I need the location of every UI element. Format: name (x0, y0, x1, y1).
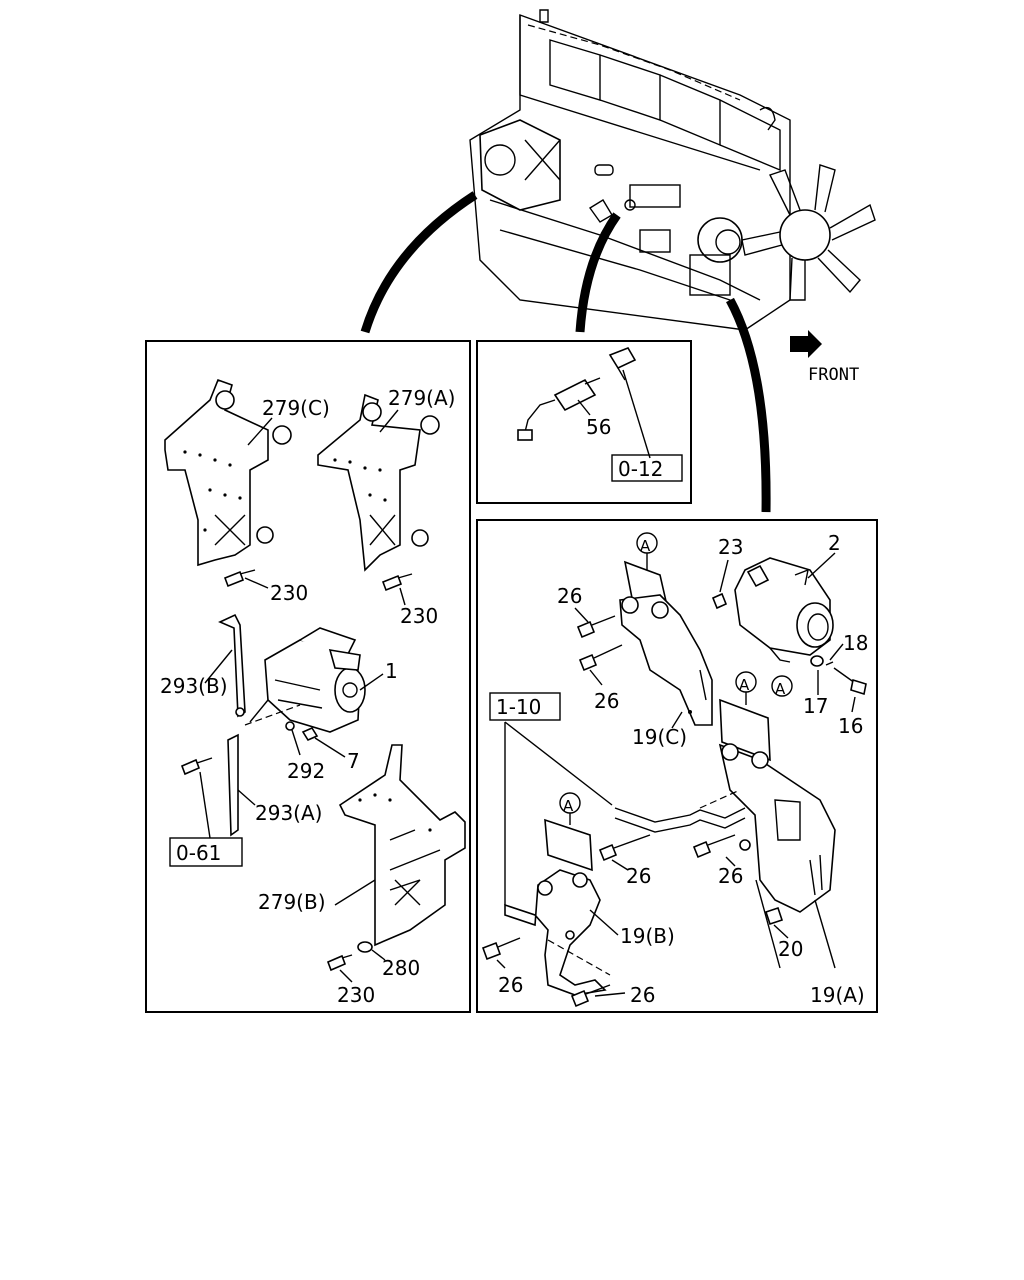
front-arrow-icon (790, 330, 822, 358)
bolt-230-left (223, 569, 256, 588)
panel-sensor (476, 340, 692, 504)
engine-illustration (469, 9, 876, 331)
ref-061: 0-61 (176, 841, 221, 865)
nut-23 (711, 592, 728, 610)
circle-a-text: A (640, 537, 651, 555)
label-292: 292 (287, 759, 325, 783)
label-279b: 279(B) (258, 890, 326, 914)
washer-292 (285, 721, 295, 731)
bolt-26a (576, 615, 616, 639)
circle-a-text: A (563, 797, 574, 815)
label-2: 2 (828, 531, 841, 555)
label-26b: 26 (594, 689, 619, 713)
strap-293a (227, 733, 239, 837)
bracket-279b (338, 744, 466, 947)
circle-a-text: A (775, 680, 786, 698)
label-26c: 26 (626, 864, 651, 888)
label-7: 7 (347, 749, 360, 773)
bolt-26f (570, 984, 611, 1008)
ref-box-061 (169, 837, 243, 867)
bolt-16 (833, 667, 867, 696)
circle-a-text: A (739, 676, 750, 694)
bolt-230-right (381, 573, 413, 592)
label-17: 17 (803, 694, 828, 718)
label-230-left: 230 (270, 581, 308, 605)
label-56: 56 (586, 415, 611, 439)
label-280: 280 (382, 956, 420, 980)
bolt-26c (598, 834, 651, 862)
leader-right (726, 297, 771, 513)
label-23: 23 (718, 535, 743, 559)
fitting-012 (608, 347, 637, 381)
ref-110: 1-10 (496, 695, 541, 719)
label-19b: 19(B) (620, 924, 675, 948)
label-1: 1 (385, 659, 398, 683)
bolt-061 (180, 757, 213, 776)
fan-icon (741, 164, 876, 301)
panel-starter (145, 340, 471, 1013)
bolt-230-bottom (326, 954, 353, 972)
washer-17 (810, 655, 824, 667)
strap-293b (218, 613, 246, 718)
sensor-56 (517, 377, 601, 441)
label-293a: 293(A) (255, 801, 322, 825)
label-19c: 19(C) (632, 725, 687, 749)
bracket-19b (504, 869, 611, 996)
label-26f: 26 (630, 983, 655, 1007)
label-230-bottom: 230 (337, 983, 375, 1007)
pipe-1-10 (614, 789, 746, 833)
ref-box-110 (489, 692, 561, 721)
label-26d: 26 (718, 864, 743, 888)
label-26e: 26 (498, 973, 523, 997)
circle-a-marker (771, 675, 793, 697)
bracket-19c (619, 594, 713, 726)
label-279a: 279(A) (388, 386, 455, 410)
ref-012: 0-12 (618, 457, 663, 481)
label-20: 20 (778, 937, 803, 961)
label-230-right: 230 (400, 604, 438, 628)
front-label: FRONT (808, 365, 859, 385)
bracket-279a (317, 393, 440, 572)
starter-motor (264, 627, 366, 733)
gasket-a3 (544, 818, 593, 872)
bracket-279c (164, 378, 292, 567)
ref-box-012 (611, 454, 683, 482)
bolt-26b (578, 644, 623, 672)
label-19a: 19(A) (810, 983, 865, 1007)
label-16: 16 (838, 714, 863, 738)
nut-7 (301, 726, 319, 742)
label-18: 18 (843, 631, 868, 655)
panel-alternator (476, 519, 878, 1013)
label-293b: 293(B) (160, 674, 228, 698)
leader-left (360, 191, 478, 334)
label-26a: 26 (557, 584, 582, 608)
bolt-26d (692, 834, 736, 859)
label-279c: 279(C) (262, 396, 330, 420)
leader-middle (575, 212, 621, 333)
bolt-26e (481, 937, 521, 961)
washer-280 (357, 941, 373, 953)
nut-20 (764, 906, 784, 926)
alternator (734, 557, 834, 663)
